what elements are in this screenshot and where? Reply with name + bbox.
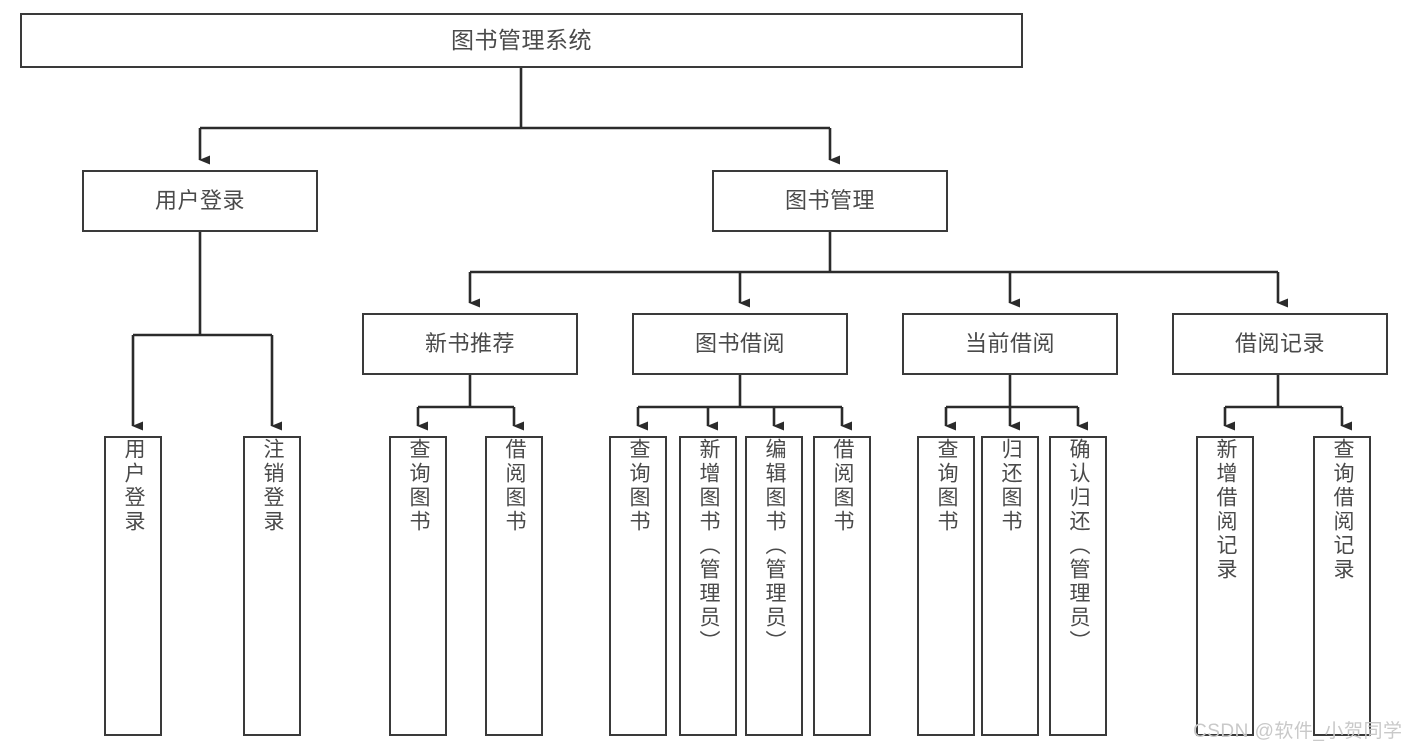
node-label: 注销登录: [261, 438, 285, 534]
leaf-current-return-book[interactable]: 归还图书: [981, 436, 1039, 736]
node-label: 图书管理系统: [451, 26, 592, 53]
node-label: 用户登录: [154, 188, 245, 214]
node-label: 查询图书: [627, 438, 651, 534]
leaf-user-login-login[interactable]: 用户登录: [104, 436, 162, 736]
node-label: 新增图书（管理员）: [697, 438, 721, 654]
leaf-current-confirm-return-admin[interactable]: 确认归还（管理员）: [1049, 436, 1107, 736]
node-label: 编辑图书（管理员）: [763, 438, 787, 654]
node-user-login[interactable]: 用户登录: [82, 170, 318, 232]
watermark-text: CSDN @软件_小贺同学: [1193, 721, 1403, 742]
leaf-user-login-logout[interactable]: 注销登录: [243, 436, 301, 736]
leaf-borrow-borrow-book[interactable]: 借阅图书: [813, 436, 871, 736]
node-current-borrow[interactable]: 当前借阅: [902, 313, 1118, 375]
leaf-record-add-record[interactable]: 新增借阅记录: [1196, 436, 1254, 736]
node-label: 归还图书: [999, 438, 1023, 534]
node-book-borrow[interactable]: 图书借阅: [632, 313, 848, 375]
leaf-recommend-query-book[interactable]: 查询图书: [389, 436, 447, 736]
node-root-system[interactable]: 图书管理系统: [20, 13, 1023, 68]
node-label: 查询图书: [935, 438, 959, 534]
leaf-current-query-book[interactable]: 查询图书: [917, 436, 975, 736]
node-label: 新增借阅记录: [1214, 438, 1238, 582]
node-label: 用户登录: [122, 438, 146, 534]
node-label: 新书推荐: [424, 331, 515, 357]
node-label: 借阅图书: [831, 438, 855, 534]
node-label: 当前借阅: [964, 331, 1055, 357]
node-label: 查询借阅记录: [1331, 438, 1355, 582]
node-label: 查询图书: [407, 438, 431, 534]
node-new-book-recommend[interactable]: 新书推荐: [362, 313, 578, 375]
leaf-recommend-borrow-book[interactable]: 借阅图书: [485, 436, 543, 736]
node-borrow-record[interactable]: 借阅记录: [1172, 313, 1388, 375]
node-book-management[interactable]: 图书管理: [712, 170, 948, 232]
leaf-borrow-add-book-admin[interactable]: 新增图书（管理员）: [679, 436, 737, 736]
leaf-record-query-record[interactable]: 查询借阅记录: [1313, 436, 1371, 736]
node-label: 借阅记录: [1234, 331, 1325, 357]
node-label: 图书管理: [784, 188, 875, 214]
node-label: 图书借阅: [694, 331, 785, 357]
leaf-borrow-edit-book-admin[interactable]: 编辑图书（管理员）: [745, 436, 803, 736]
node-label: 确认归还（管理员）: [1067, 438, 1091, 654]
node-label: 借阅图书: [503, 438, 527, 534]
leaf-borrow-query-book[interactable]: 查询图书: [609, 436, 667, 736]
